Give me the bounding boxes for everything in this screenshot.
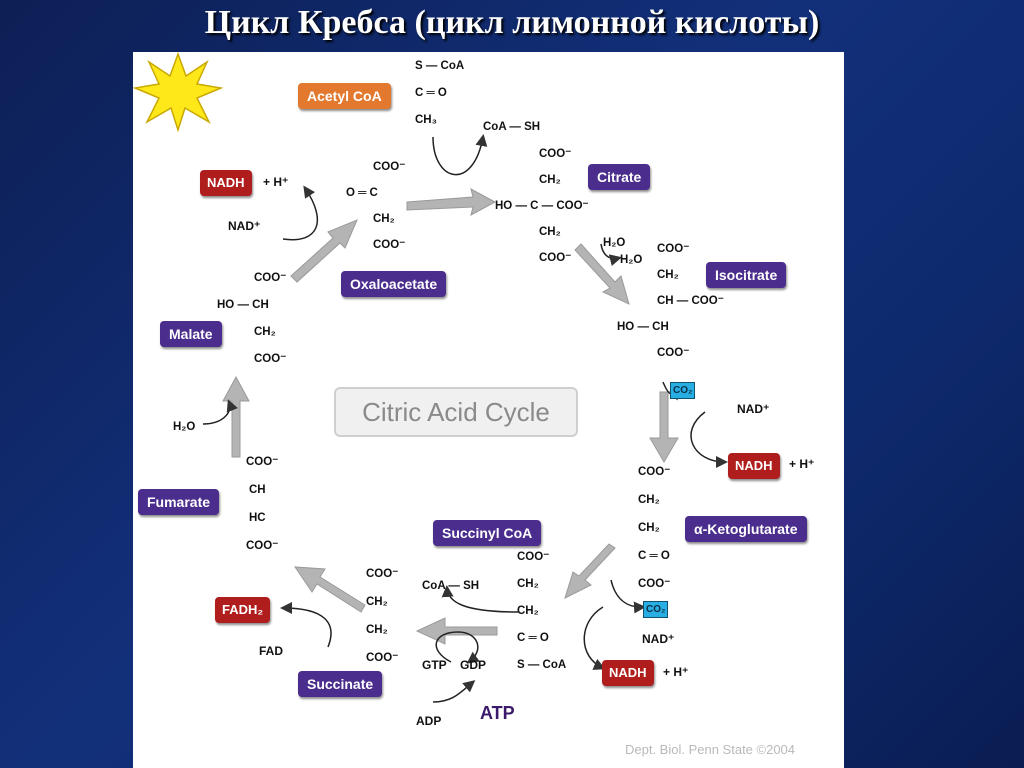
acetyl-structure: S — CoA C ═ O CH₃ (415, 60, 465, 126)
nadh-isocitrate-badge: NADH (728, 453, 780, 479)
oxaloacetate-label: Oxaloacetate (341, 271, 447, 297)
fumarate-label: Fumarate (138, 489, 220, 515)
co2-arrow-ketoglutarate (610, 579, 646, 614)
coa-release-arrow (432, 134, 488, 176)
cycle-arrow-ketoglutarate-succinyl (564, 543, 616, 599)
cycle-arrow-malate-oxaloacetate (290, 219, 358, 283)
succinate-label: Succinate (298, 671, 383, 697)
succinate-structure: COO⁻ CH₂ CH₂ COO⁻ (366, 568, 399, 664)
cycle-arrows (202, 134, 728, 703)
succinyl-structure: COO⁻ CH₂ CH₂ C ═ O S — CoA (517, 551, 567, 671)
fadh2-badge: FADH₂ (215, 597, 271, 623)
h-plus-malate: + H⁺ (263, 175, 289, 189)
nad-malate: NAD⁺ (228, 219, 261, 233)
slide-title: Цикл Кребса (цикл лимонной кислоты) (204, 4, 820, 41)
atp-label: ATP (480, 703, 515, 723)
fadh2-arrow (280, 602, 332, 648)
isocitrate-label: Isocitrate (706, 262, 787, 288)
gdp-label: GDP (460, 658, 487, 672)
cycle-arrow-fumarate-malate (222, 375, 250, 458)
h-plus-isocitrate: + H⁺ (789, 457, 815, 471)
nadh-arrow-isocitrate (690, 411, 728, 468)
malate-label: Malate (160, 321, 222, 347)
gtp-cycle-arrow (435, 631, 480, 664)
fumarate-structure: COO⁻ CH HC COO⁻ (246, 456, 279, 552)
ketoglutarate-structure: COO⁻ CH₂ CH₂ C ═ O COO⁻ (638, 466, 671, 590)
cycle-arrow-succinyl-succinate (415, 617, 498, 645)
h2o-arrow-fumarate (202, 399, 238, 425)
ketoglutarate-label: α-Ketoglutarate (685, 516, 807, 542)
cycle-arrow-isocitrate-ketoglutarate (649, 391, 679, 463)
co2-box-isocitrate: CO₂ (670, 382, 696, 399)
co2-box-ketoglutarate: CO₂ (643, 601, 669, 618)
gtp-label: GTP (422, 658, 447, 672)
diagram-panel: Acetyl CoA Citrate Isocitrate α-Ketoglut… (133, 52, 844, 768)
atp-star-icon (133, 52, 223, 132)
cycle-arrow-oxaloacetate-citrate (406, 188, 497, 216)
oxaloacetate-structure: COO⁻ O ═ C CH₂ COO⁻ (346, 161, 406, 251)
cycle-arrow-citrate-isocitrate (574, 243, 630, 305)
nadh-arrow-ketoglutarate (583, 606, 606, 670)
nad-ketoglutarate: NAD⁺ (642, 632, 675, 646)
adp-label: ADP (416, 714, 442, 728)
adp-atp-arrow (432, 680, 476, 703)
isocitrate-structure: COO⁻ CH₂ CH — COO⁻ HO — CH COO⁻ (617, 243, 724, 359)
citrate-label: Citrate (588, 164, 651, 190)
h-plus-ketoglutarate: + H⁺ (663, 665, 689, 679)
h2o-fumarate: H₂O (173, 421, 196, 433)
nad-isocitrate: NAD⁺ (737, 402, 770, 416)
malate-structure: COO⁻ HO — CH CH₂ COO⁻ (217, 272, 287, 365)
nadh-ketoglutarate-badge: NADH (602, 660, 654, 686)
h2o-arrow-citrate (600, 243, 622, 266)
coa-sh-succinyl: CoA — SH (422, 580, 480, 592)
coa-sh-acetyl: CoA — SH (483, 121, 541, 133)
citrate-structure: COO⁻ CH₂ HO — C — COO⁻ CH₂ COO⁻ (495, 148, 589, 264)
succinyl-coa-label: Succinyl CoA (433, 520, 542, 546)
acetyl-coa-label: Acetyl CoA (298, 83, 391, 109)
cycle-arrow-succinate-fumarate (294, 566, 366, 613)
h2o-citrate-in: H₂O (603, 237, 626, 249)
nadh-arrow-malate (282, 185, 319, 241)
coa-arrow-succinyl (441, 585, 519, 613)
fad-label: FAD (259, 644, 283, 658)
nadh-malate-badge: NADH (200, 170, 252, 196)
credit-text: Dept. Biol. Penn State ©2004 (625, 742, 796, 757)
cycle-center-label: Citric Acid Cycle (334, 387, 578, 437)
h2o-citrate-out: H₂O (620, 254, 643, 266)
